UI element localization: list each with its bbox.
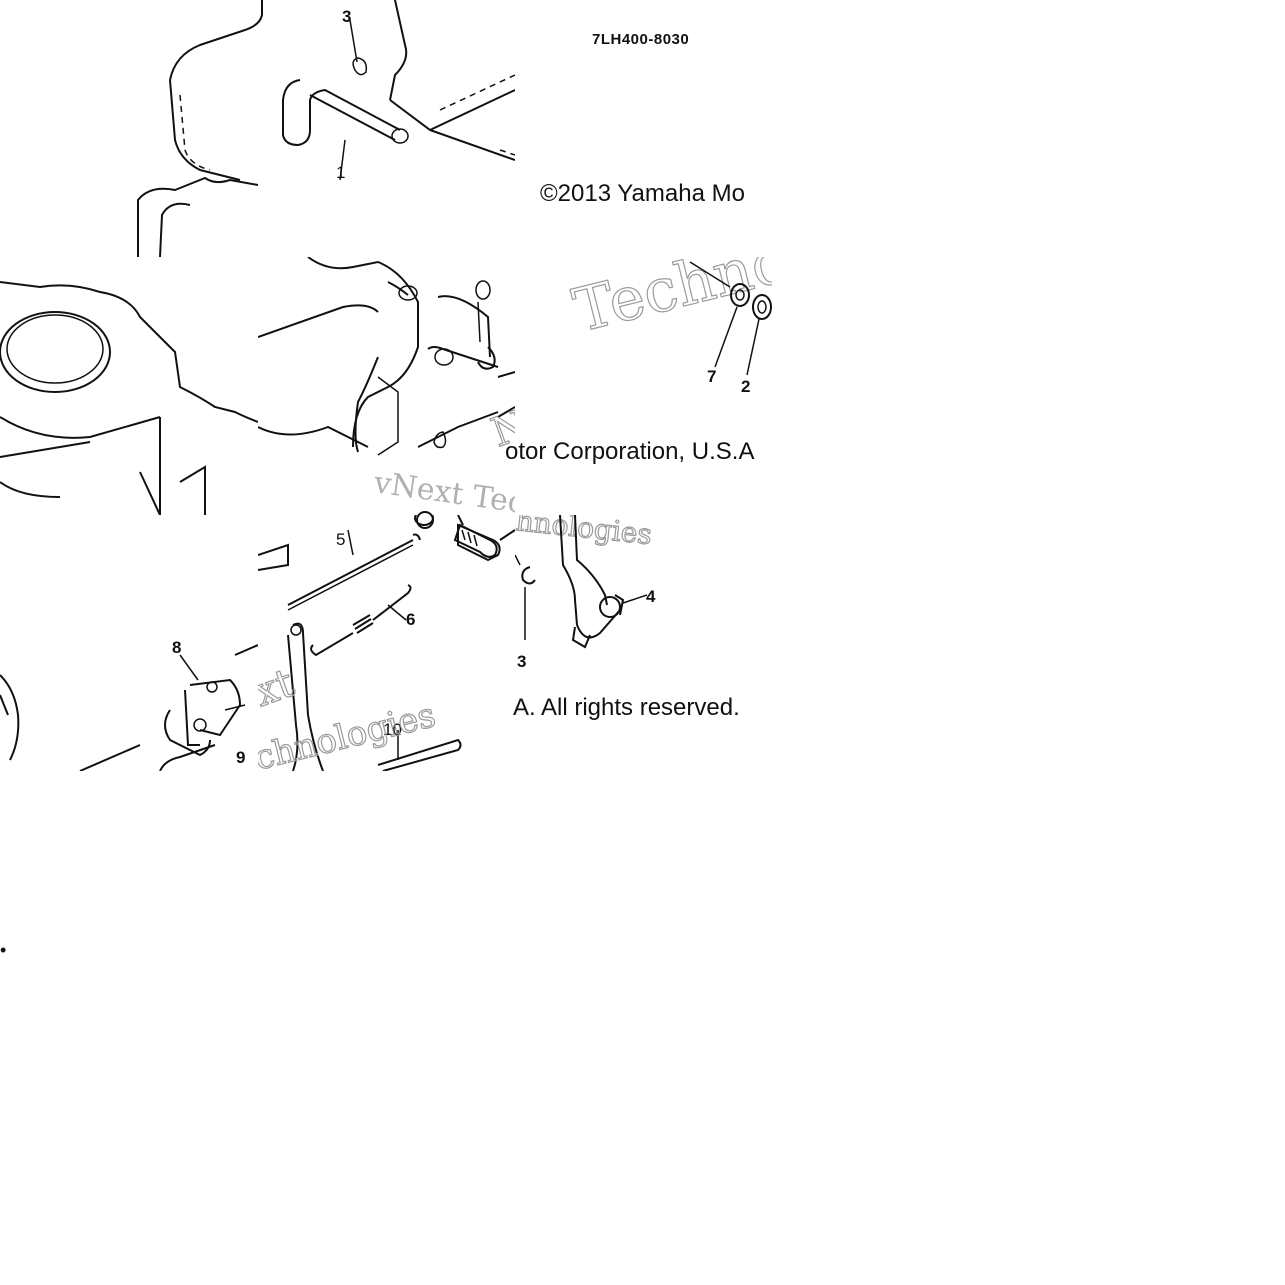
diagram-tile-bottom-right: hnologies 4 3 xyxy=(515,515,772,771)
diagram-tile-middle-right: Techno 7 2 xyxy=(515,257,772,515)
diagram-tile-top-right xyxy=(515,0,772,257)
part-code: 7LH400-8030 xyxy=(592,31,690,48)
diagram-tile-middle-left xyxy=(0,257,258,515)
callout-10: 10 xyxy=(383,720,402,739)
bearing-illustration: Techno 7 2 xyxy=(566,257,772,396)
callout-7: 7 xyxy=(707,367,716,386)
watermark-hnologies: hnologies xyxy=(515,515,654,551)
callout-4: 4 xyxy=(646,587,656,606)
callout-3-bottom: 3 xyxy=(517,652,526,671)
crankcase-detail-illustration: vNext Tec Nc xyxy=(258,257,515,515)
crankcase-illustration xyxy=(0,281,258,515)
watermark-techno: Techno xyxy=(567,257,772,347)
bracket-illustration: 8 9 xyxy=(0,638,258,771)
callout-2: 2 xyxy=(741,377,750,396)
callout-8: 8 xyxy=(172,638,181,657)
bolt-illustration xyxy=(416,511,515,558)
diagram-tile-middle-center: vNext Tec Nc xyxy=(258,257,515,515)
linkage-illustration: 5 6 10 ext chnologies xyxy=(258,515,501,771)
diagram-tile-bottom-center: 5 6 10 ext chnologies xyxy=(258,515,515,771)
copyright-line-1: ©2013 Yamaha Mo xyxy=(540,180,745,207)
lever-illustration: hnologies 4 3 xyxy=(515,515,656,671)
edge-mark: • xyxy=(0,940,7,960)
diagram-tile-top-left: 3 1 xyxy=(0,0,515,257)
callout-6: 6 xyxy=(406,610,415,629)
callout-3-top: 3 xyxy=(342,7,351,26)
callout-5: 5 xyxy=(336,530,345,549)
diagram-tile-bottom-left: 8 9 xyxy=(0,515,258,771)
engine-top-illustration: 3 1 xyxy=(137,0,515,257)
watermark-ext: ext xyxy=(258,660,300,725)
callout-1: 1 xyxy=(336,163,345,182)
copyright-line-2: otor Corporation, U.S.A xyxy=(505,438,755,465)
copyright-line-3: A. All rights reserved. xyxy=(513,694,740,721)
callout-9: 9 xyxy=(236,748,245,767)
